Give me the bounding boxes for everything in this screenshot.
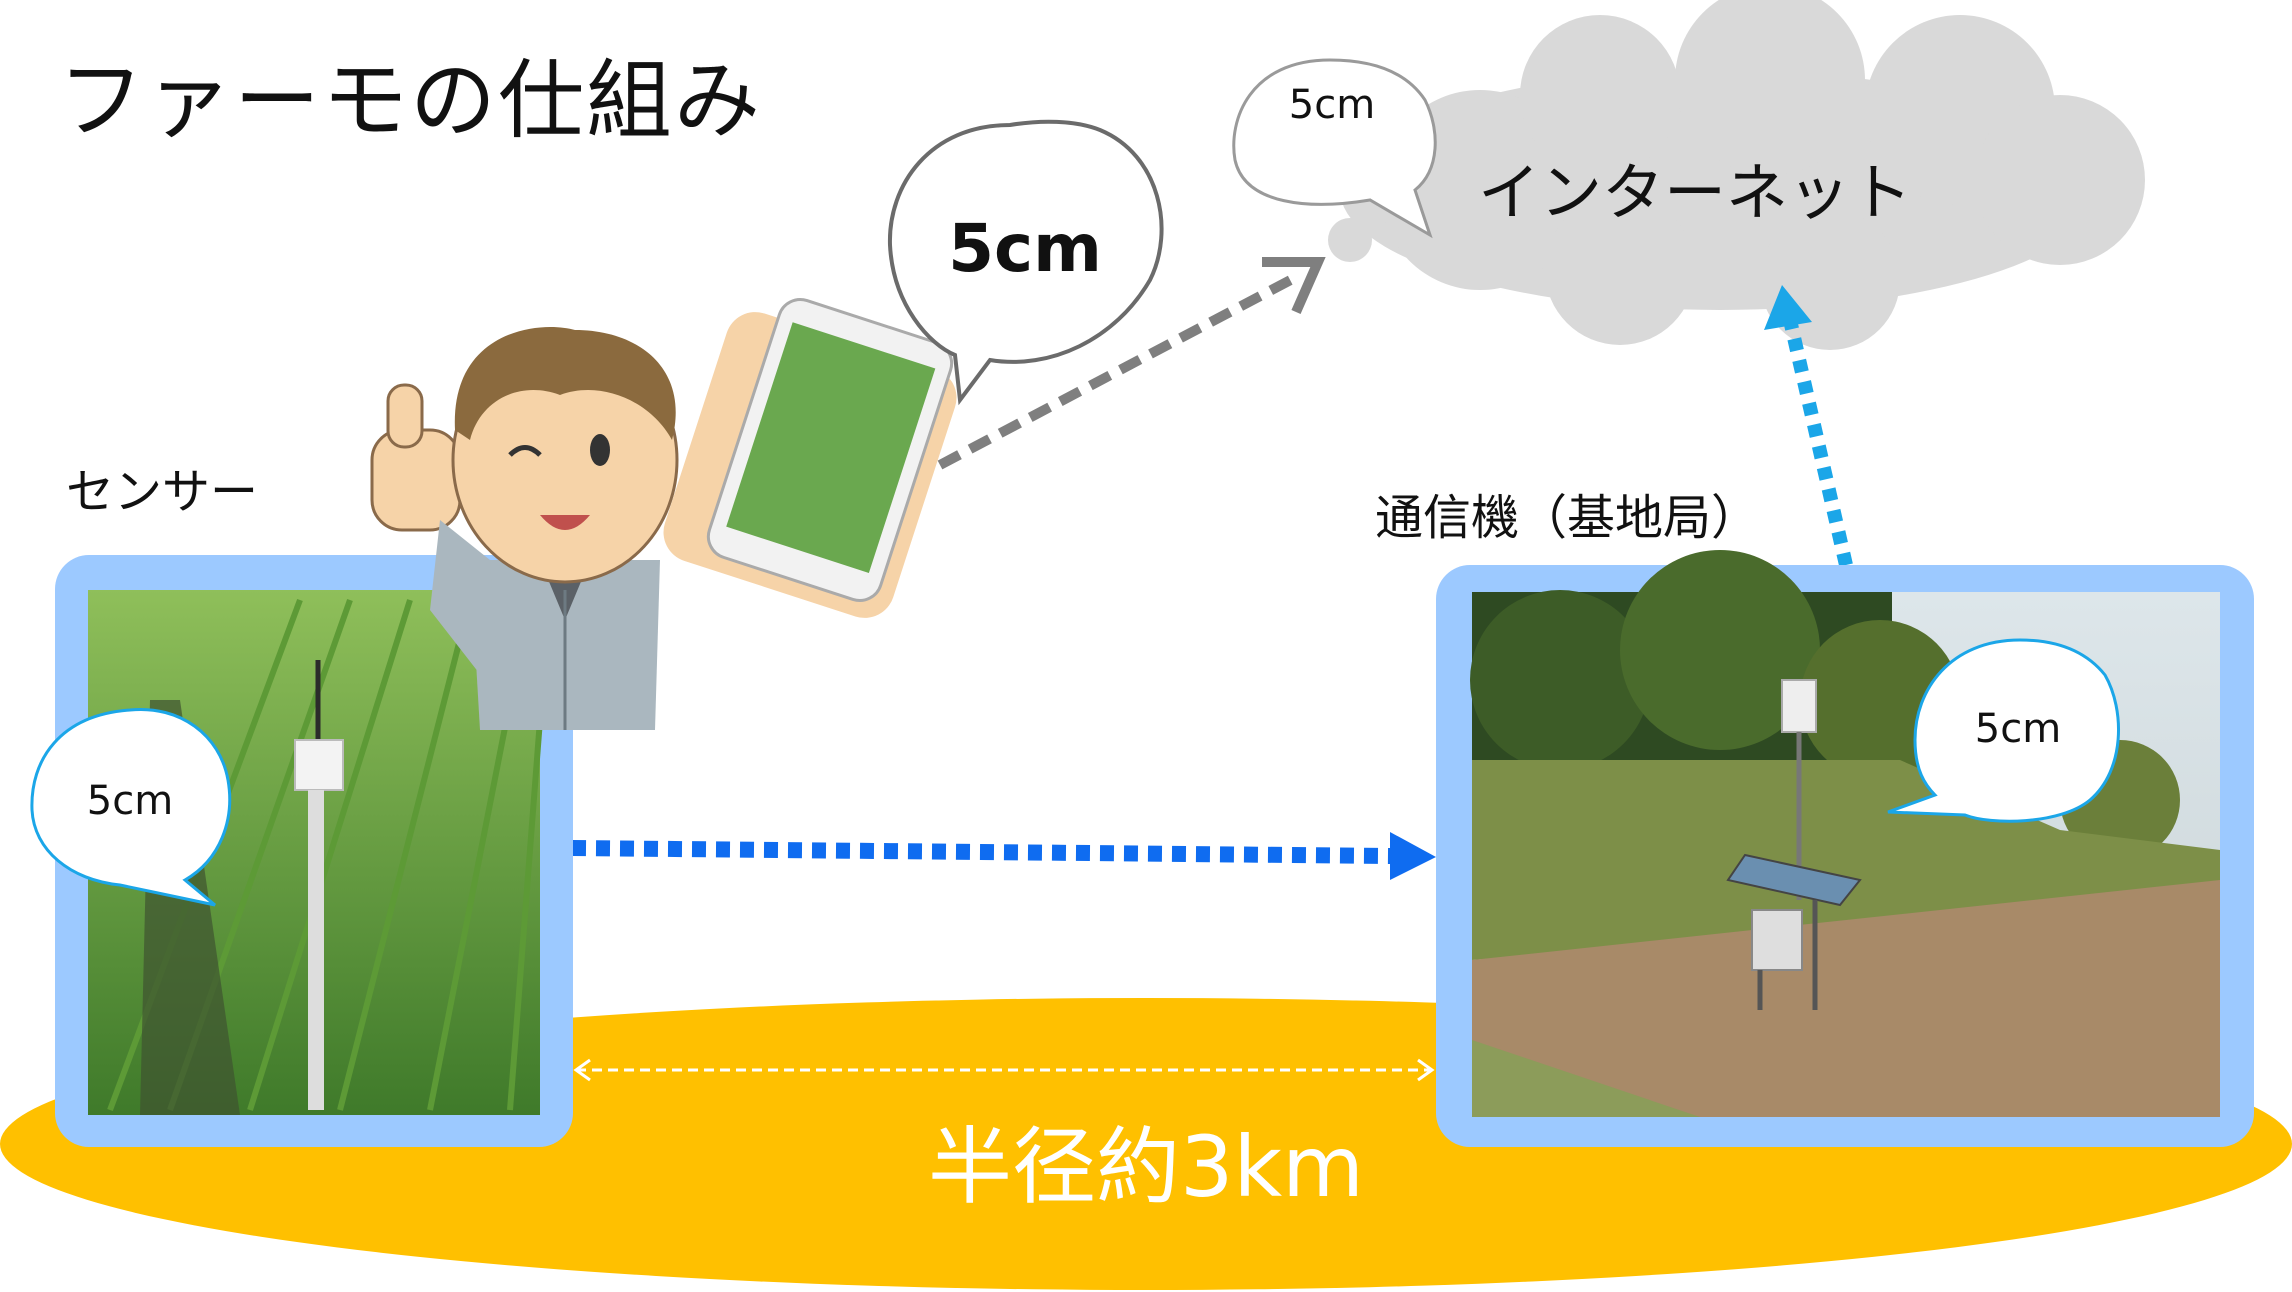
page-title: ファーモの仕組み xyxy=(58,51,762,151)
sensor-speech-bubble xyxy=(30,707,232,907)
station-to-internet-arrow xyxy=(1764,285,1853,567)
radius-measure-arrow xyxy=(573,1058,1435,1082)
station-bubble-text: 5cm xyxy=(1974,706,2062,752)
base-station-label: 通信機（基地局） xyxy=(1375,490,1760,546)
internet-label: インターネット xyxy=(1478,156,1913,229)
radius-label: 半径約3km xyxy=(928,1118,1364,1216)
farmer-character xyxy=(370,298,957,730)
sensor-bubble-text: 5cm xyxy=(86,778,174,824)
base-station-photo-frame xyxy=(1436,550,2254,1147)
cloud-bubble-text: 5cm xyxy=(1288,82,1376,128)
station-speech-bubble xyxy=(1887,638,2120,823)
sensor-label: センサー xyxy=(66,464,259,520)
phone-speech-bubble xyxy=(887,119,1164,406)
internet-cloud xyxy=(1328,0,2145,350)
phone-bubble-text: 5cm xyxy=(948,210,1102,287)
sensor-to-station-arrow xyxy=(571,832,1436,880)
cloud-speech-bubble xyxy=(1232,58,1437,239)
phone-to-internet-arrow xyxy=(937,257,1326,470)
